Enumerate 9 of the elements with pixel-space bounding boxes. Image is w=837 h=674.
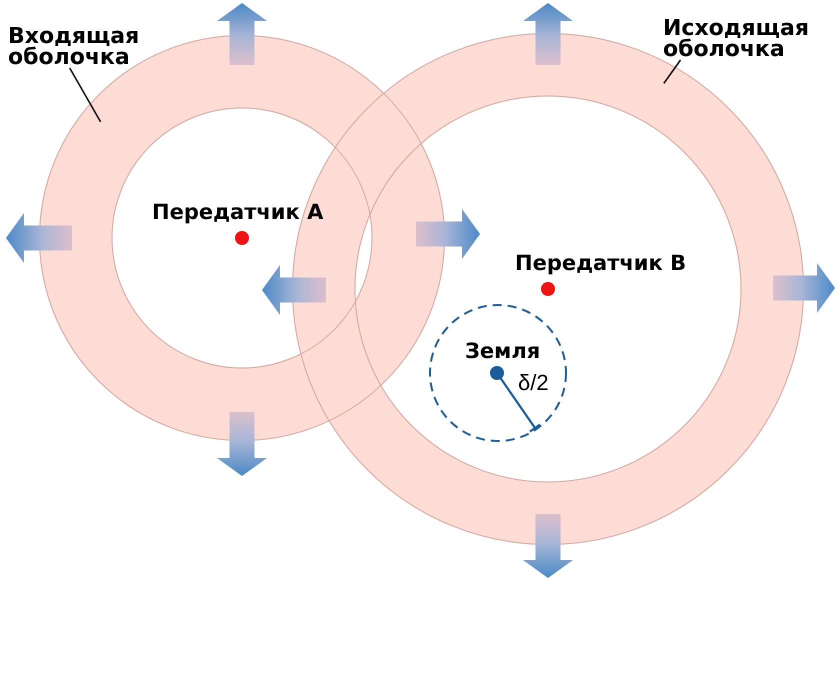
leader-line bbox=[663, 60, 682, 84]
callout-label: Входящая оболочка bbox=[8, 26, 140, 68]
node-label: Земля bbox=[465, 339, 540, 363]
transmitter-label: Передатчик B bbox=[515, 251, 686, 275]
dashed-circle bbox=[429, 304, 567, 442]
transmitter-label: Передатчик A bbox=[152, 200, 324, 224]
callout-label: Исходящая оболочка bbox=[663, 18, 809, 60]
leader-line bbox=[69, 68, 102, 122]
dimension-label: δ/2 bbox=[518, 372, 549, 394]
